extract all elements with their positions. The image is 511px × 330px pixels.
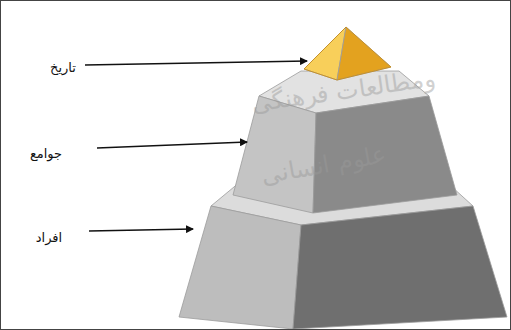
tier-face	[179, 206, 301, 329]
tier-face	[293, 206, 507, 329]
leader-arrow	[85, 61, 307, 65]
tier-label: تاریخ	[50, 60, 76, 75]
tier-label: افراد	[36, 230, 62, 245]
leader-arrow	[97, 142, 247, 148]
leader-arrow	[89, 229, 193, 231]
tier-label: جوامع	[30, 146, 62, 161]
